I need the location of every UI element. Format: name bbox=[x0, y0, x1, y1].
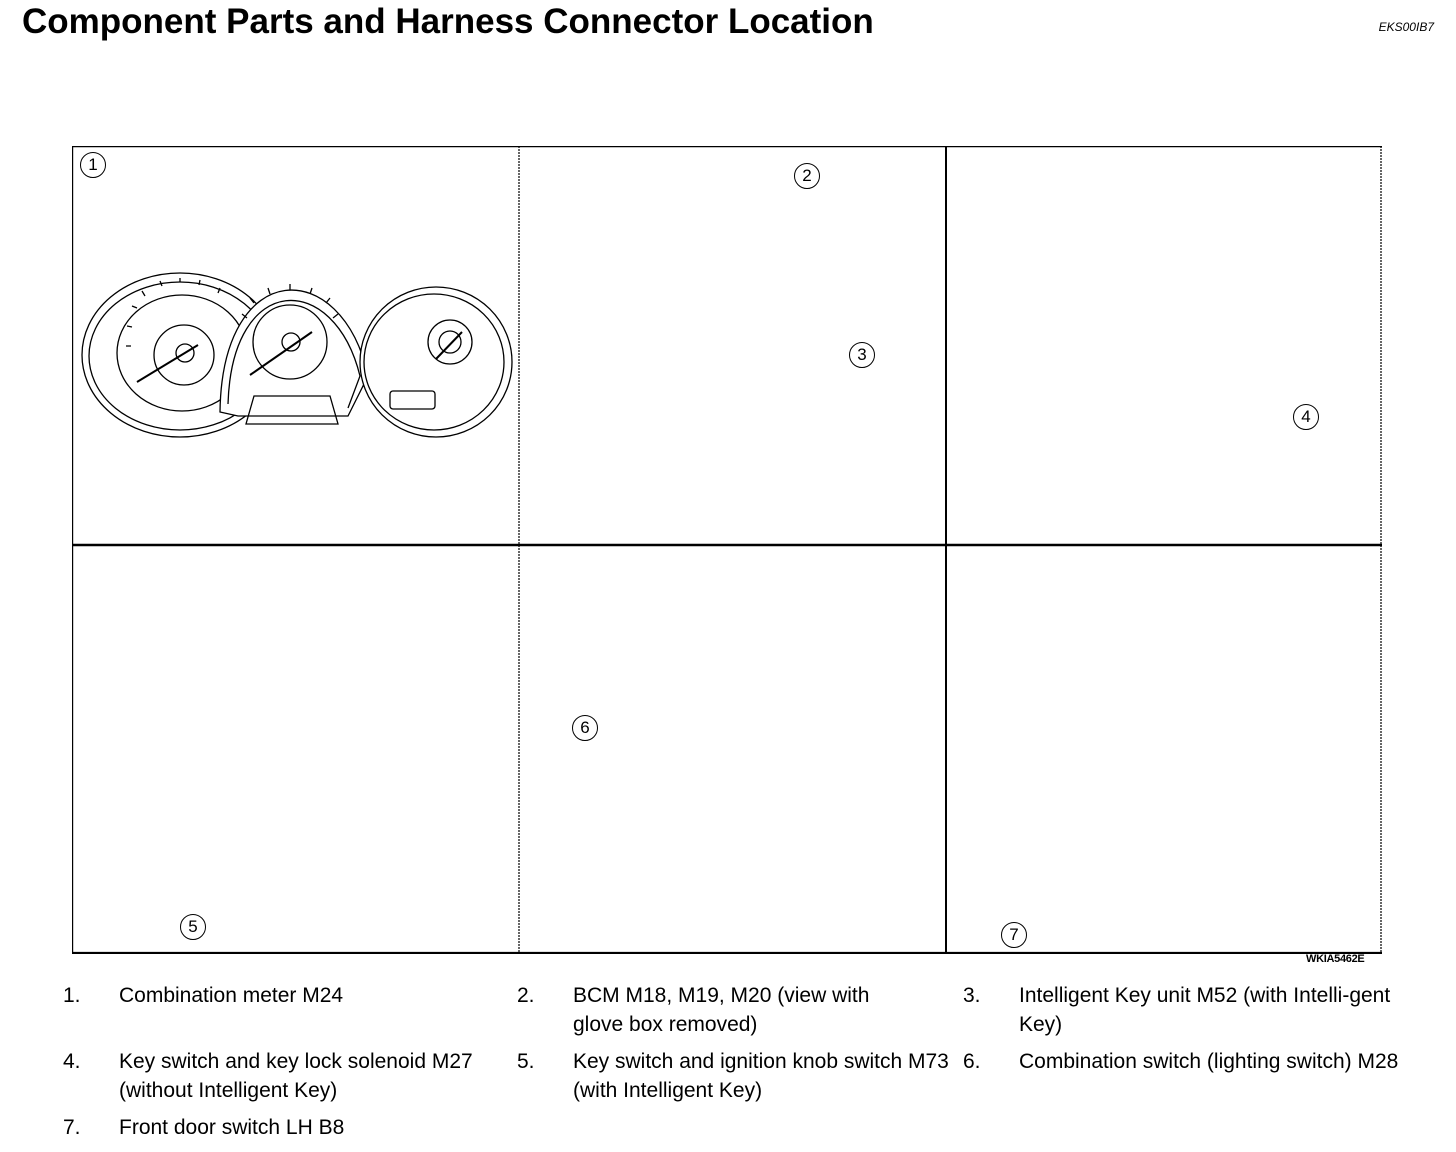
legend-number: 3. bbox=[963, 984, 981, 1007]
page-title: Component Parts and Harness Connector Lo… bbox=[22, 2, 874, 41]
callout-2: 2 bbox=[794, 163, 820, 189]
legend-number: 5. bbox=[517, 1050, 535, 1073]
figure-artwork bbox=[72, 146, 1382, 954]
panel-grid bbox=[72, 146, 1382, 954]
legend-text: Key switch and ignition knob switch M73 … bbox=[573, 1050, 949, 1102]
legend-number: 7. bbox=[63, 1116, 81, 1139]
figure-code: WKIA5462E bbox=[1306, 953, 1365, 965]
callout-7: 7 bbox=[1001, 922, 1027, 948]
panel-1-combination-meter bbox=[81, 272, 513, 438]
legend-text: Combination switch (lighting switch) M28 bbox=[1019, 1050, 1399, 1073]
callout-6: 6 bbox=[572, 715, 598, 741]
legend-number: 2. bbox=[517, 984, 535, 1007]
callout-5: 5 bbox=[180, 914, 206, 940]
callout-3: 3 bbox=[849, 342, 875, 368]
legend-number: 4. bbox=[63, 1050, 81, 1073]
legend-number: 6. bbox=[963, 1050, 981, 1073]
document-code: EKS00IB7 bbox=[1378, 20, 1434, 34]
legend-text: Combination meter M24 bbox=[119, 984, 344, 1007]
legend-number: 1. bbox=[63, 984, 81, 1007]
legend-text: Intelligent Key unit M52 (with Intelli-g… bbox=[1019, 984, 1391, 1036]
callout-4: 4 bbox=[1293, 404, 1319, 430]
component-location-figure: 1 2 3 4 5 6 7 bbox=[72, 146, 1382, 954]
legend-text: Front door switch LH B8 bbox=[119, 1116, 345, 1139]
legend-text: BCM M18, M19, M20 (view with glove box r… bbox=[573, 984, 870, 1036]
callout-1: 1 bbox=[80, 152, 106, 178]
legend-text: Key switch and key lock solenoid M27 (wi… bbox=[119, 1050, 473, 1102]
